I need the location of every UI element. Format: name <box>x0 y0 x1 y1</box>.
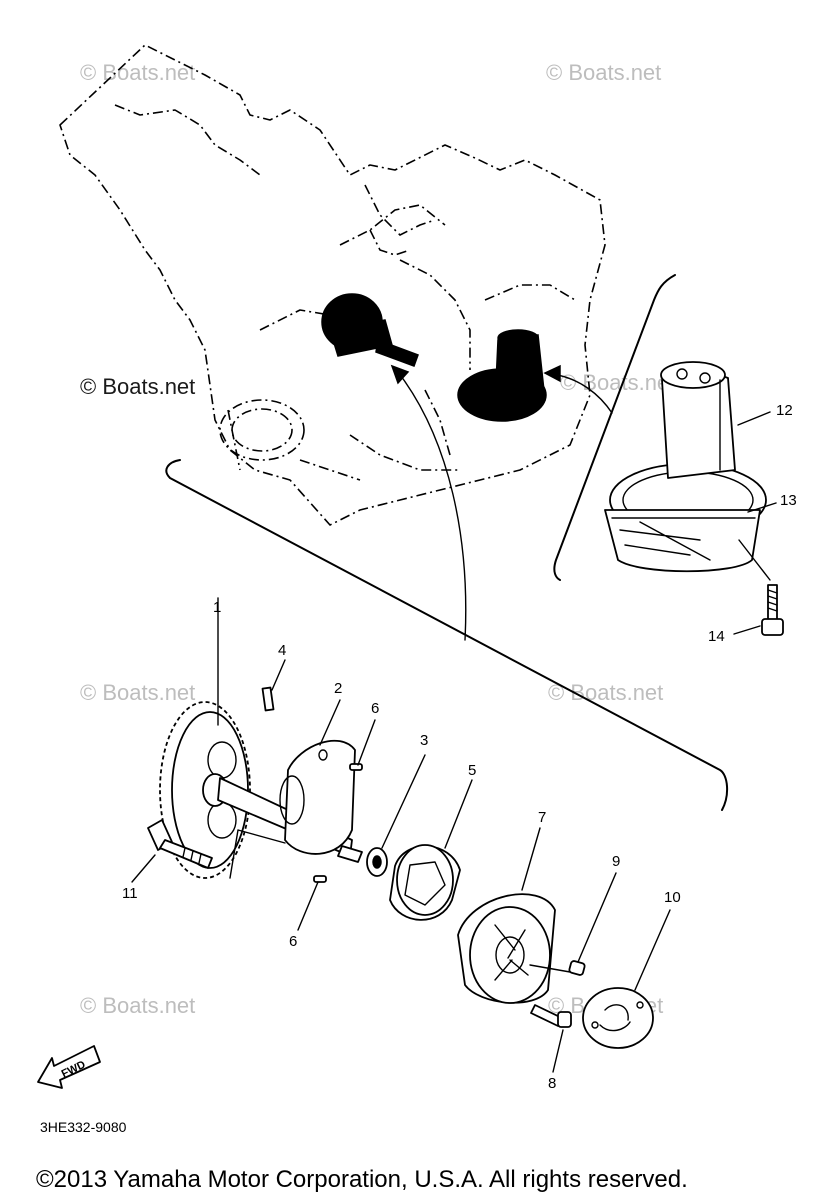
callout-6-upper: 6 <box>371 700 379 717</box>
oil-strainer-assembly <box>604 361 784 636</box>
callout-3: 3 <box>420 732 428 749</box>
engine-inlets <box>321 293 547 422</box>
assembly-arrows <box>390 364 613 641</box>
watermark-bottom-left: © Boats.net <box>80 993 195 1018</box>
callout-11: 11 <box>122 885 138 902</box>
watermark-top-left: © Boats.net <box>80 60 195 85</box>
inner-and-outer-rotor <box>366 844 461 921</box>
pump-cover-group <box>457 893 654 1049</box>
callout-2: 2 <box>334 680 342 697</box>
diagram-code: 3HE332-9080 <box>40 1119 127 1135</box>
watermark-lower-left: © Boats.net <box>80 680 195 705</box>
bracket-lines <box>165 274 728 811</box>
callout-6-lower: 6 <box>289 933 297 950</box>
pump-mount-bolt <box>147 819 286 879</box>
engine-crankcase-outline <box>59 44 606 526</box>
callout-5: 5 <box>468 762 476 779</box>
watermark-middle-left: © Boats.net <box>80 374 195 399</box>
callout-1: 1 <box>213 599 221 616</box>
leader-lines <box>131 411 777 1073</box>
callout-10: 10 <box>664 889 681 906</box>
forward-arrow-icon: FWD <box>37 1045 101 1089</box>
drive-gear <box>159 701 251 879</box>
copyright-notice: ©2013 Yamaha Motor Corporation, U.S.A. A… <box>36 1166 688 1193</box>
callout-9: 9 <box>612 853 620 870</box>
callout-14: 14 <box>708 628 725 645</box>
watermark-top-right: © Boats.net <box>546 60 661 85</box>
callout-4: 4 <box>278 642 286 659</box>
callouts: 1 2 3 4 5 6 6 7 8 9 10 11 12 13 14 <box>122 402 797 1092</box>
watermark-lower-right: © Boats.net <box>548 680 663 705</box>
callout-8: 8 <box>548 1075 556 1092</box>
callout-13: 13 <box>780 492 797 509</box>
pump-shaft-and-body <box>217 686 363 883</box>
callout-7: 7 <box>538 809 546 826</box>
callout-12: 12 <box>776 402 793 419</box>
